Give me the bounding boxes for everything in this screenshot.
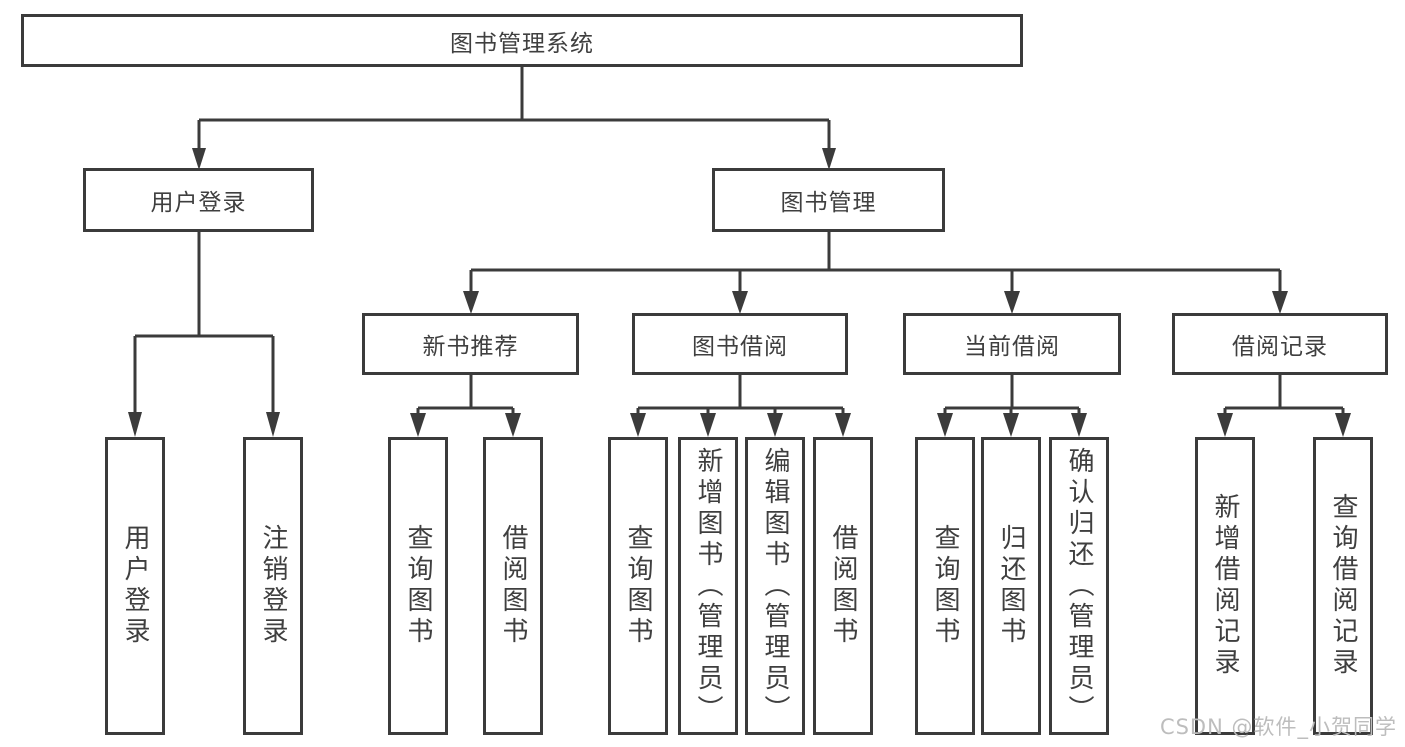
leaf-confirm-return-admin: 确认归还（管理员）	[1049, 437, 1109, 735]
leaf-add-books-admin-label: 新增图书（管理员）	[693, 446, 723, 726]
node-library-system: 图书管理系统	[21, 14, 1023, 67]
leaf-borrow-books-borrow: 借阅图书	[813, 437, 873, 735]
leaf-query-borrow-record-label: 查询借阅记录	[1328, 493, 1358, 679]
leaf-query-books-current: 查询图书	[915, 437, 975, 735]
watermark: CSDN @软件_小贺同学	[1159, 715, 1397, 739]
node-new-book-recommend: 新书推荐	[362, 313, 579, 375]
node-book-management: 图书管理	[712, 168, 945, 232]
leaf-add-borrow-record: 新增借阅记录	[1195, 437, 1255, 735]
node-borrow-records: 借阅记录	[1172, 313, 1388, 375]
leaf-add-borrow-record-label: 新增借阅记录	[1210, 493, 1240, 679]
leaf-query-books-borrow: 查询图书	[608, 437, 668, 735]
leaf-query-books-borrow-label: 查询图书	[623, 524, 653, 648]
leaf-borrow-books-recommend-label: 借阅图书	[498, 524, 528, 648]
node-book-management-label: 图书管理	[780, 190, 877, 216]
leaf-query-books-recommend: 查询图书	[388, 437, 448, 735]
node-current-borrow: 当前借阅	[903, 313, 1121, 375]
node-borrow-records-label: 借阅记录	[1232, 334, 1328, 360]
leaf-return-books: 归还图书	[981, 437, 1041, 735]
leaf-add-books-admin: 新增图书（管理员）	[678, 437, 738, 735]
node-book-borrow: 图书借阅	[632, 313, 848, 375]
leaf-logout-login: 注销登录	[243, 437, 303, 735]
leaf-logout-login-label: 注销登录	[258, 524, 288, 648]
leaf-user-login: 用户登录	[105, 437, 165, 735]
leaf-user-login-label: 用户登录	[120, 524, 150, 648]
node-library-system-label: 图书管理系统	[450, 30, 594, 57]
leaf-edit-books-admin-label: 编辑图书（管理员）	[760, 446, 790, 726]
node-new-book-recommend-label: 新书推荐	[422, 334, 519, 360]
leaf-query-books-recommend-label: 查询图书	[403, 524, 433, 648]
leaf-borrow-books-recommend: 借阅图书	[483, 437, 543, 735]
node-book-borrow-label: 图书借阅	[692, 334, 788, 360]
node-current-borrow-label: 当前借阅	[964, 334, 1060, 360]
node-user-login: 用户登录	[83, 168, 314, 232]
node-user-login-label: 用户登录	[150, 190, 247, 216]
leaf-query-books-current-label: 查询图书	[930, 524, 960, 648]
leaf-borrow-books-borrow-label: 借阅图书	[828, 524, 858, 648]
leaf-confirm-return-admin-label: 确认归还（管理员）	[1064, 446, 1094, 726]
leaf-edit-books-admin: 编辑图书（管理员）	[745, 437, 805, 735]
leaf-query-borrow-record: 查询借阅记录	[1313, 437, 1373, 735]
leaf-return-books-label: 归还图书	[996, 524, 1026, 648]
